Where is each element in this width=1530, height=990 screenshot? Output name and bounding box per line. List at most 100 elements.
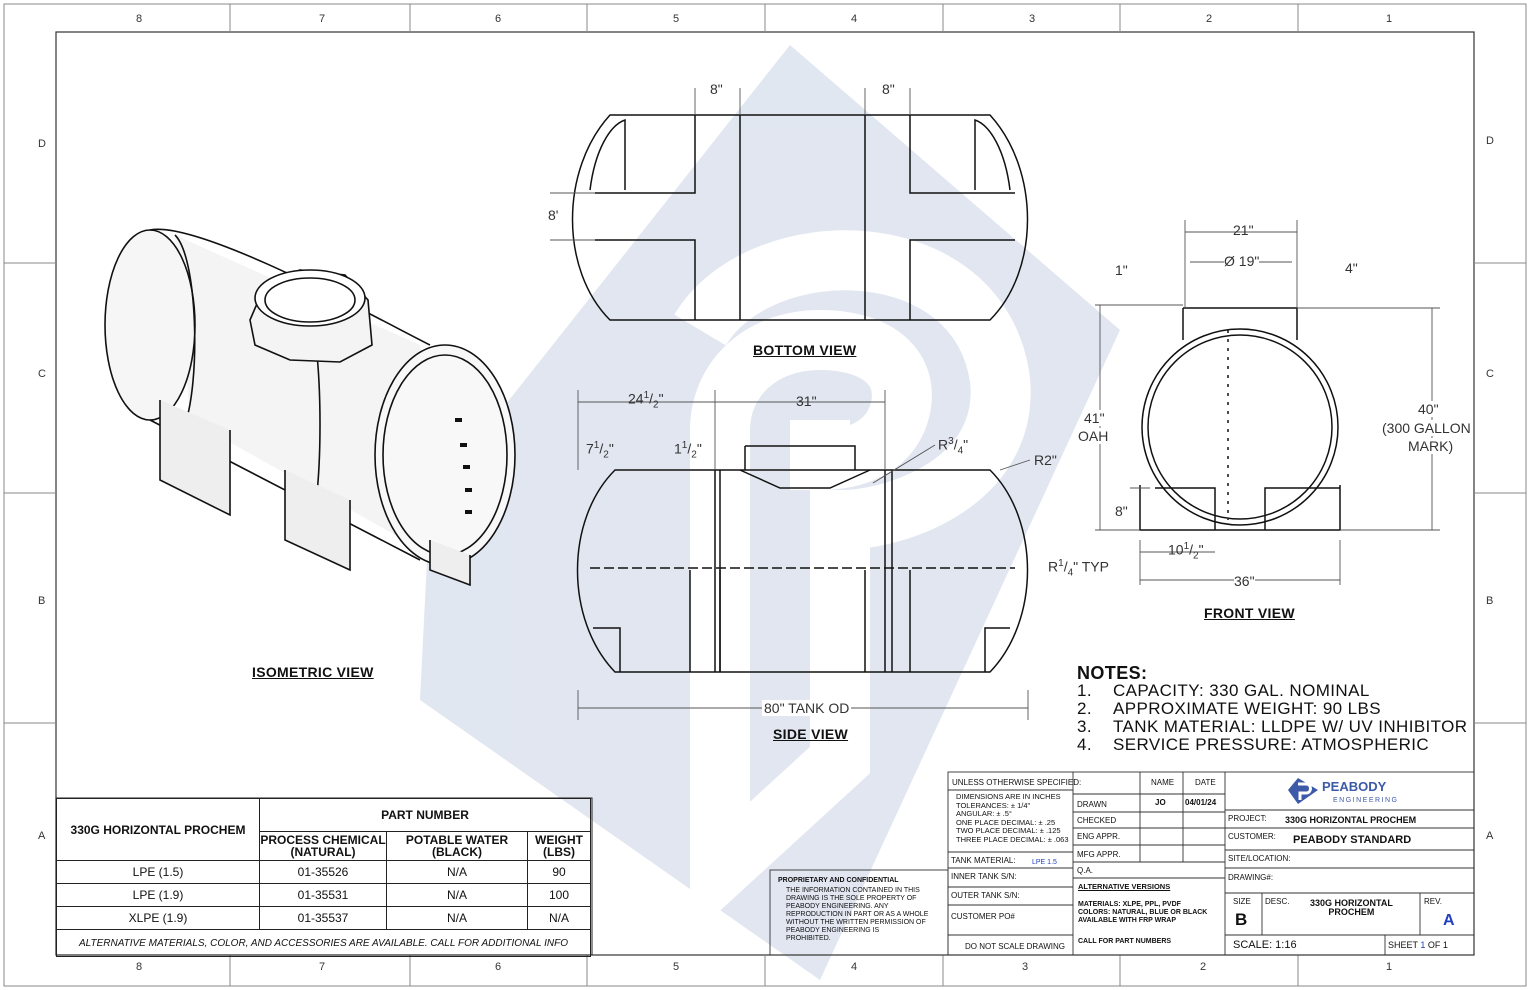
tb-scale: SCALE: 1:16: [1233, 939, 1297, 951]
dim-front-36: 36": [1234, 573, 1255, 589]
note-item: 2.APPROXIMATE WEIGHT: 90 LBS: [1077, 699, 1381, 718]
dim-side-r-typ: R1/4" TYP: [1048, 558, 1109, 579]
front-view-tank: [1139, 307, 1341, 531]
side-view-title: SIDE VIEW: [773, 726, 849, 742]
tb-outer: OUTER TANK S/N:: [951, 891, 1020, 900]
note-item: 1.CAPACITY: 330 GAL. NOMINAL: [1077, 681, 1370, 700]
dim-side-31: 31": [796, 393, 817, 409]
tb-desc: DESC.: [1265, 897, 1290, 906]
zone-col-top-1: 1: [1386, 13, 1393, 25]
dim-front-4: 4": [1345, 260, 1358, 276]
tb-customer: CUSTOMER:: [1228, 832, 1276, 841]
dim-bottom-strap-left: 8": [710, 81, 723, 97]
tb-project: PROJECT:: [1228, 814, 1267, 823]
dim-front-21: 21": [1233, 222, 1254, 238]
dim-front-8: 8": [1115, 503, 1128, 519]
tb-size-val: B: [1235, 910, 1248, 929]
title-block-frame: [769, 771, 1475, 956]
bottom-view-title: BOTTOM VIEW: [753, 342, 857, 358]
dim-bottom-strap-height: 8': [548, 207, 559, 223]
zone-col-bottom-2: 2: [1200, 961, 1207, 973]
tb-customer-val: PEABODY STANDARD: [1293, 834, 1412, 846]
tb-drawn: DRAWN: [1077, 800, 1107, 809]
parts-table-part-number-header: PART NUMBER: [259, 798, 591, 832]
tb-eng: ENG APPR.: [1077, 832, 1121, 841]
notes-title: NOTES:: [1077, 663, 1148, 683]
tb-qa: Q.A.: [1077, 866, 1094, 875]
parts-table-col-process: PROCESS CHEMICAL(NATURAL): [259, 831, 387, 861]
bottom-view-tank: [571, 114, 1029, 321]
dim-front-10: 101/2": [1168, 541, 1204, 562]
tb-drawing: DRAWING#:: [1228, 873, 1274, 882]
tb-call: CALL FOR PART NUMBERS: [1078, 938, 1172, 945]
zone-col-top-3: 3: [1029, 13, 1036, 25]
tb-rev-val: A: [1443, 912, 1455, 929]
zone-col-top-7: 7: [319, 13, 326, 25]
zone-row-left-b: B: [38, 595, 46, 607]
zone-col-top-2: 2: [1206, 13, 1213, 25]
tb-logo-sub: ENGINEERING: [1333, 797, 1399, 804]
tb-tank-material: TANK MATERIAL:: [951, 856, 1016, 865]
zone-col-bottom-3: 3: [1022, 961, 1029, 973]
tb-mfg: MFG APPR.: [1077, 850, 1121, 859]
dim-side-1: 11/2": [674, 440, 702, 461]
zone-col-bottom-5: 5: [673, 961, 680, 973]
parts-table-col-weight: WEIGHT(LBS): [527, 831, 591, 861]
tb-name-header: NAME: [1151, 778, 1175, 787]
watermark-logo: [420, 45, 1120, 980]
peabody-logo-icon: [1288, 778, 1318, 804]
dim-side-80: 80" TANK OD: [762, 700, 852, 716]
tb-drawn-date: 04/01/24: [1185, 798, 1217, 807]
tb-logo-name: PEABODY: [1322, 779, 1387, 794]
zone-col-bottom-6: 6: [495, 961, 502, 973]
tb-prop-title: PROPRIETARY AND CONFIDENTIAL: [778, 877, 899, 884]
zone-row-right-d: D: [1486, 135, 1494, 147]
tb-date-header: DATE: [1195, 778, 1216, 787]
tb-drawn-name: JO: [1155, 798, 1166, 807]
zone-row-left-a: A: [38, 830, 46, 842]
note-item: 4.SERVICE PRESSURE: ATMOSPHERIC: [1077, 735, 1430, 754]
dim-side-24: 241/2": [628, 390, 664, 411]
side-view-tank: [576, 445, 1029, 673]
zone-col-top-5: 5: [673, 13, 680, 25]
isometric-view-title: ISOMETRIC VIEW: [252, 664, 374, 680]
note-item: 3.TANK MATERIAL: LLDPE W/ UV INHIBITOR: [1077, 717, 1468, 736]
dim-front-19: Ø 19": [1224, 253, 1260, 269]
tb-alt-title: ALTERNATIVE VERSIONS: [1078, 882, 1171, 891]
zone-col-bottom-8: 8: [136, 961, 143, 973]
tb-sheet: SHEET 1 OF 1: [1388, 940, 1448, 950]
dim-front-mark: MARK): [1408, 438, 1454, 454]
dim-front-1: 1": [1115, 262, 1128, 278]
zone-row-right-a: A: [1486, 830, 1494, 842]
zone-row-left-d: D: [38, 138, 46, 150]
tb-inner: INNER TANK S/N:: [951, 872, 1017, 881]
zone-col-top-4: 4: [851, 13, 858, 25]
tb-tank-material-val: LPE 1.5: [1032, 859, 1057, 866]
notes-block: NOTES: 1.CAPACITY: 330 GAL. NOMINAL 2.AP…: [1077, 664, 1467, 754]
dim-side-r2: R2": [1034, 452, 1057, 468]
parts-table-model: 330G HORIZONTAL PROCHEM: [56, 798, 260, 861]
dimension-lines: [550, 88, 1440, 720]
parts-table: 330G HORIZONTAL PROCHEM PART NUMBER PROC…: [56, 798, 591, 957]
dim-front-oah: OAH: [1078, 428, 1109, 444]
dim-side-7: 71/2": [586, 440, 614, 461]
tb-dnsd: DO NOT SCALE DRAWING: [965, 942, 1066, 951]
front-view-title: FRONT VIEW: [1204, 605, 1295, 621]
parts-table-col-potable: POTABLE WATER(BLACK): [386, 831, 528, 861]
dim-side-r: R3/4": [938, 436, 969, 457]
zone-col-top-6: 6: [495, 13, 502, 25]
tb-customer-po: CUSTOMER PO#: [951, 912, 1015, 921]
dim-bottom-strap-right: 8": [882, 81, 895, 97]
zone-row-left-c: C: [38, 368, 46, 380]
tb-size: SIZE: [1233, 897, 1251, 906]
dim-front-41: 41": [1084, 410, 1105, 426]
zone-col-bottom-1: 1: [1386, 961, 1393, 973]
zone-col-bottom-4: 4: [851, 961, 858, 973]
